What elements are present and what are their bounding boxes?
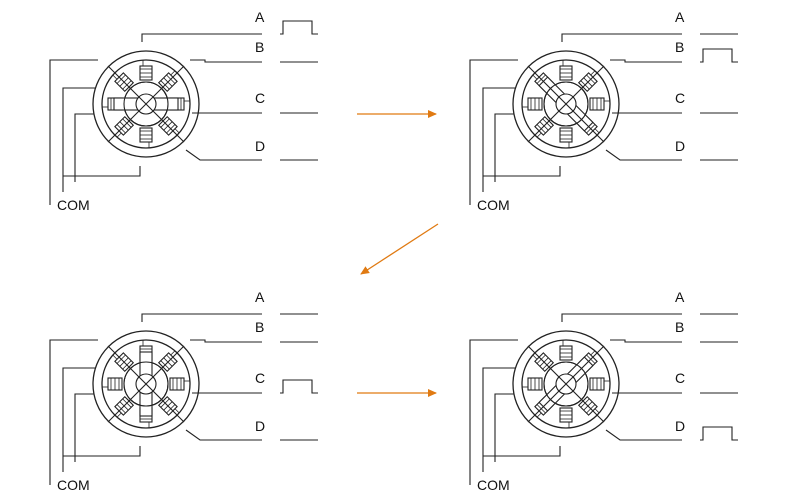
stator-pole-3 bbox=[559, 407, 573, 428]
com-wire-inner-2 bbox=[494, 113, 518, 182]
stator-pole-1 bbox=[589, 97, 610, 111]
stator-pole-3 bbox=[139, 127, 153, 148]
com-label: COM bbox=[477, 477, 510, 493]
phase-b-label: B bbox=[675, 319, 684, 335]
motor-diagram-1: AB C D COM bbox=[49, 9, 318, 213]
stator-pole-7 bbox=[559, 60, 573, 81]
com-wire-outer bbox=[469, 59, 518, 205]
com-label: COM bbox=[57, 197, 90, 213]
sequence-arrow-2-to-3 bbox=[360, 223, 439, 275]
com-wire-inner-3 bbox=[63, 446, 141, 457]
com-wire-inner-3 bbox=[63, 166, 141, 177]
com-wire-outer bbox=[49, 59, 98, 205]
phase-c-label: C bbox=[255, 90, 265, 106]
com-wire-inner-1 bbox=[62, 367, 96, 472]
stator-pole-5 bbox=[102, 377, 123, 391]
phase-b-wire bbox=[610, 339, 682, 343]
cross-line bbox=[107, 65, 185, 143]
phase-d-label: D bbox=[255, 418, 265, 434]
phase-a-label: A bbox=[255, 289, 265, 305]
phase-d-wire bbox=[185, 429, 262, 441]
stator-pole-1 bbox=[169, 377, 190, 391]
phase-c-signal bbox=[280, 379, 318, 394]
phase-b-wire bbox=[610, 59, 682, 63]
phase-d-label: D bbox=[255, 138, 265, 154]
phase-a-wire bbox=[141, 313, 262, 322]
stator-pole-5 bbox=[522, 97, 543, 111]
phase-c-label: C bbox=[675, 370, 685, 386]
stator-pole-5 bbox=[522, 377, 543, 391]
phase-d-label: D bbox=[675, 418, 685, 434]
phase-d-wire bbox=[605, 149, 682, 161]
com-wire-inner-3 bbox=[483, 446, 561, 457]
stator-pole-7 bbox=[139, 60, 153, 81]
phase-a-wire bbox=[561, 33, 682, 42]
phase-c-label: C bbox=[675, 90, 685, 106]
com-wire-outer bbox=[49, 339, 98, 485]
cross-line bbox=[527, 345, 605, 423]
com-wire-inner-2 bbox=[74, 113, 98, 182]
com-wire-inner-2 bbox=[74, 393, 98, 462]
motor-diagram-4: AB C D COM bbox=[469, 289, 738, 493]
com-wire-outer bbox=[469, 339, 518, 485]
motor-diagram-2: AB C D COM bbox=[469, 9, 738, 213]
phase-a-signal bbox=[280, 20, 318, 35]
com-label: COM bbox=[477, 197, 510, 213]
com-wire-inner-1 bbox=[482, 87, 516, 192]
cross-line bbox=[527, 65, 605, 143]
com-label: COM bbox=[57, 477, 90, 493]
phase-d-wire bbox=[185, 149, 262, 161]
phase-b-label: B bbox=[675, 39, 684, 55]
phase-a-label: A bbox=[255, 9, 265, 25]
stator-pole-7 bbox=[559, 340, 573, 361]
stator-pole-1 bbox=[589, 377, 610, 391]
phase-b-wire bbox=[190, 339, 262, 343]
phase-b-wire bbox=[190, 59, 262, 63]
phase-a-label: A bbox=[675, 9, 685, 25]
phase-d-wire bbox=[605, 429, 682, 441]
phase-a-wire bbox=[141, 33, 262, 42]
phase-c-label: C bbox=[255, 370, 265, 386]
phase-b-label: B bbox=[255, 39, 264, 55]
phase-d-signal bbox=[700, 426, 738, 441]
cross-line bbox=[107, 345, 185, 423]
phase-a-wire bbox=[561, 313, 682, 322]
com-wire-inner-2 bbox=[494, 393, 518, 462]
com-wire-inner-1 bbox=[62, 87, 96, 192]
stator-pole-3 bbox=[559, 127, 573, 148]
phase-b-signal bbox=[700, 48, 738, 63]
phase-b-label: B bbox=[255, 319, 264, 335]
motor-diagram-3: AB C D COM bbox=[49, 289, 318, 493]
phase-a-label: A bbox=[675, 289, 685, 305]
com-wire-inner-1 bbox=[482, 367, 516, 472]
com-wire-inner-3 bbox=[483, 166, 561, 177]
phase-d-label: D bbox=[675, 138, 685, 154]
